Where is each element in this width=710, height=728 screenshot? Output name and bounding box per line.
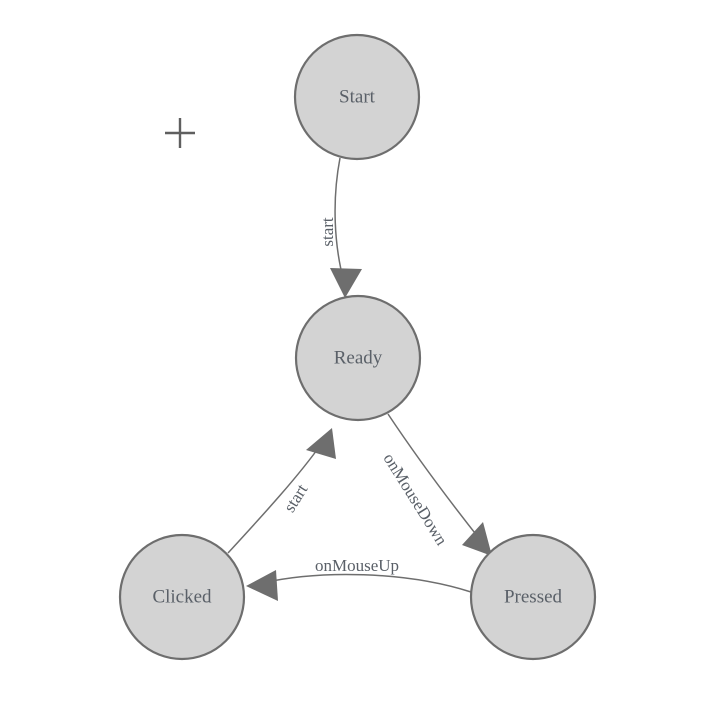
edge-start-to-ready[interactable]: start	[318, 157, 362, 298]
edge-label-pressed-to-clicked: onMouseUp	[315, 556, 399, 575]
edge-label-start-to-ready: start	[318, 217, 337, 247]
edge-clicked-to-ready[interactable]: start	[227, 428, 336, 554]
edge-path-pressed-to-clicked	[261, 573, 472, 593]
state-node-start[interactable]: Start	[293, 33, 421, 161]
state-node-ready[interactable]: Ready	[294, 294, 422, 422]
state-node-start-circle[interactable]	[293, 33, 421, 161]
edge-label-ready-to-pressed: onMouseDown	[380, 450, 452, 549]
arrowhead-into-ready-top	[330, 268, 362, 298]
edge-ready-to-pressed[interactable]: onMouseDown	[380, 413, 492, 556]
state-node-ready-circle[interactable]	[294, 294, 422, 422]
arrowhead-into-clicked	[246, 570, 278, 601]
state-node-pressed[interactable]: Pressed	[469, 533, 597, 661]
crosshair-icon[interactable]	[165, 118, 195, 148]
crosshair-icon-strokes	[165, 118, 195, 148]
edge-path-ready-to-pressed	[387, 413, 483, 543]
state-node-pressed-label: Pressed	[504, 586, 563, 607]
state-node-clicked-label: Clicked	[152, 586, 212, 607]
state-node-pressed-circle[interactable]	[469, 533, 597, 661]
arrowhead-into-pressed	[462, 522, 492, 556]
state-node-clicked[interactable]: Clicked	[118, 533, 246, 661]
edge-label-clicked-to-ready: start	[280, 480, 312, 515]
state-node-clicked-circle[interactable]	[118, 533, 246, 661]
edge-pressed-to-clicked[interactable]: onMouseUp	[246, 556, 472, 601]
edge-path-clicked-to-ready	[227, 442, 323, 554]
state-node-start-label: Start	[339, 86, 376, 107]
arrowhead-into-ready-bottom	[306, 428, 336, 459]
state-node-ready-label: Ready	[334, 347, 383, 368]
